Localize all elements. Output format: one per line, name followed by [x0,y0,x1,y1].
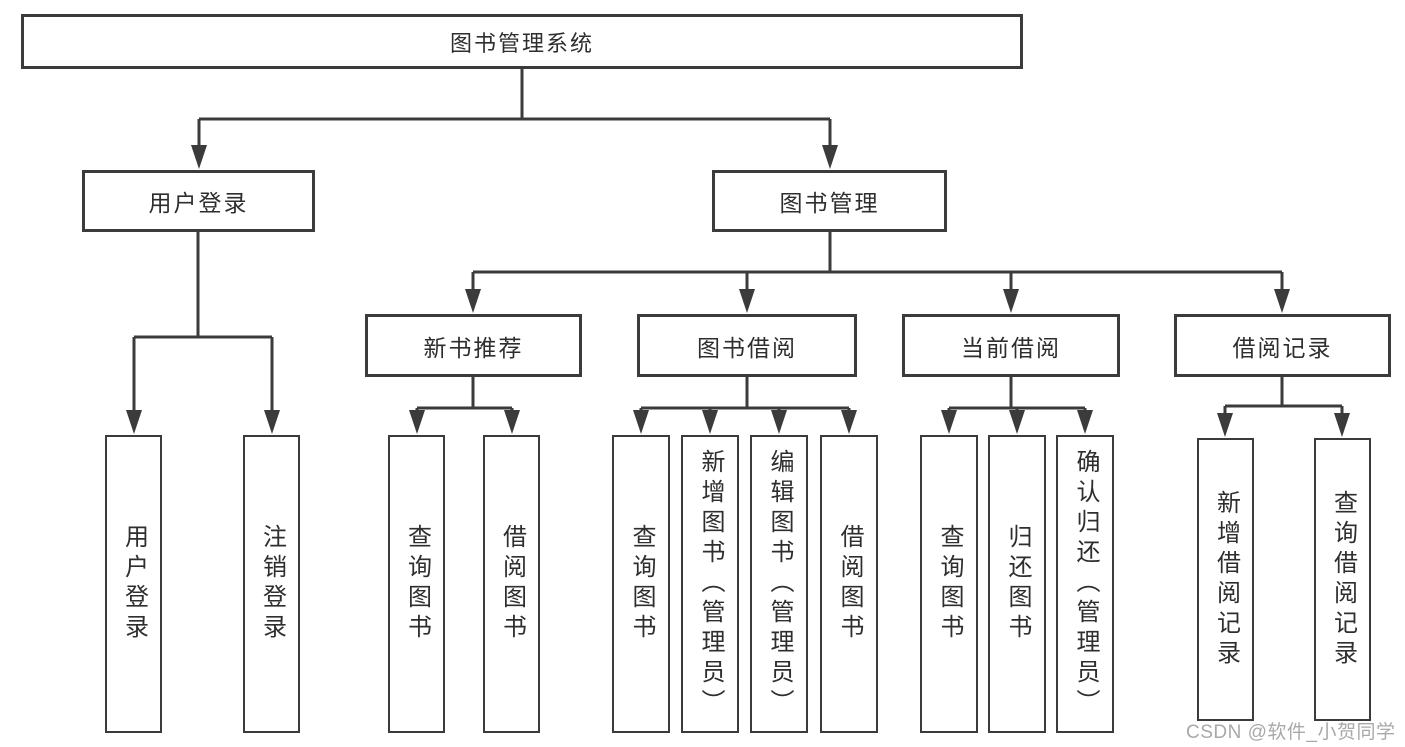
leaf-label: 注销登录 [258,524,286,644]
node-new-book-recommend: 新书推荐 [365,314,582,377]
leaf-label: 查询图书 [628,524,655,644]
leaf-label: 新增借阅记录 [1212,489,1240,670]
node-borrowing-records: 借阅记录 [1174,314,1391,377]
leaf-query-books-3: 查询图书 [920,435,978,733]
leaf-query-books-1: 查询图书 [388,435,445,733]
leaf-label: 用户登录 [120,524,148,644]
leaf-label: 编辑图书（管理员） [766,449,793,719]
leaf-borrow-books-2: 借阅图书 [820,435,878,733]
arrowhead-icons [126,145,1350,437]
tree-branch-lines [132,66,1344,416]
leaf-query-books-2: 查询图书 [612,435,670,733]
leaf-query-borrow-record: 查询借阅记录 [1314,438,1371,721]
leaf-confirm-return-admin: 确认归还（管理员） [1056,435,1114,733]
leaf-label: 确认归还（管理员） [1072,449,1099,719]
node-user-login: 用户登录 [82,170,315,232]
csdn-watermark: CSDN @软件_小贺同学 [1186,722,1396,743]
leaf-return-book: 归还图书 [988,435,1046,733]
leaf-add-borrow-record: 新增借阅记录 [1197,438,1254,721]
leaf-borrow-books-1: 借阅图书 [483,435,540,733]
node-book-borrowing: 图书借阅 [637,314,857,377]
leaf-label: 查询借阅记录 [1329,489,1357,670]
leaf-label: 查询图书 [936,524,963,644]
leaf-label: 新增图书（管理员） [697,449,724,719]
node-library-management-system: 图书管理系统 [21,14,1023,69]
leaf-label: 查询图书 [403,524,431,644]
leaf-add-book-admin: 新增图书（管理员） [681,435,739,733]
leaf-label: 借阅图书 [836,524,863,644]
leaf-logout: 注销登录 [243,435,300,733]
leaf-label: 借阅图书 [498,524,526,644]
leaf-user-login: 用户登录 [105,435,162,733]
leaf-edit-book-admin: 编辑图书（管理员） [750,435,808,733]
node-book-management: 图书管理 [712,170,947,232]
node-current-borrowing: 当前借阅 [902,314,1120,377]
leaf-label: 归还图书 [1004,524,1031,644]
